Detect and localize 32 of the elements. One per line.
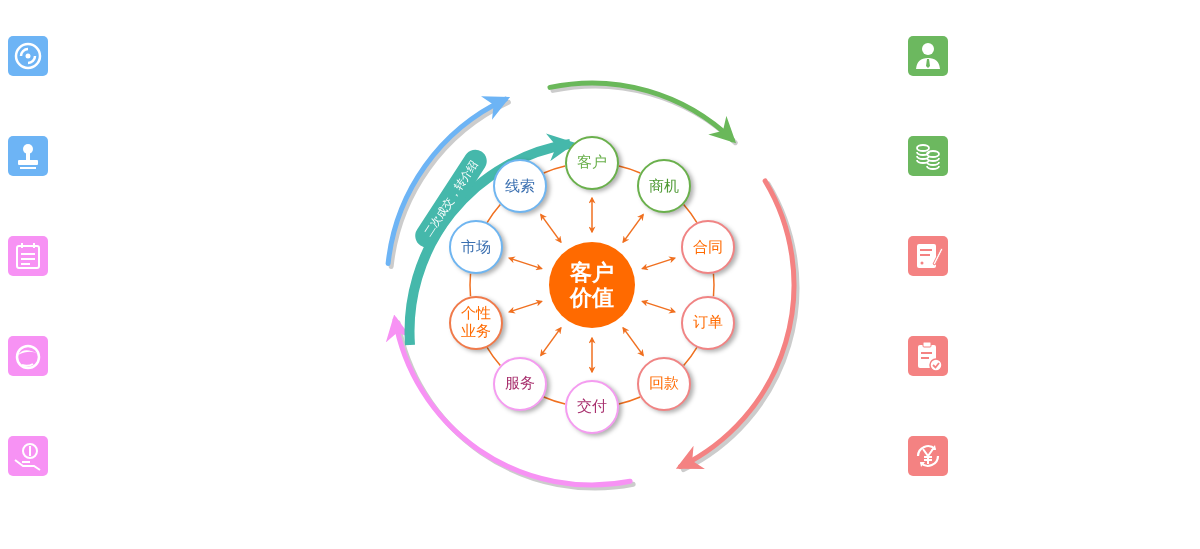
double-arrow [540,326,562,357]
ring-line [486,346,502,367]
ring-line [543,165,566,174]
ring-line [618,165,641,174]
stage-circle: 服务 [493,356,548,411]
stage-circle: 回款 [636,356,691,411]
stage-circle: 个性业务 [448,295,503,350]
stage-circle: 线索 [493,159,548,214]
ring-line [469,273,472,297]
double-arrow [507,256,543,271]
double-arrow [540,213,562,244]
stage-circle: 订单 [681,295,735,350]
stage-circle: 交付 [565,380,619,434]
stage-circle: 客户 [565,136,619,190]
double-arrow [507,299,543,314]
double-arrow [641,299,677,314]
stage-circle: 市场 [448,220,503,275]
curved-arrow [404,135,576,346]
ring-line [618,396,641,405]
double-arrow [588,196,596,234]
ring-line [682,346,698,367]
double-arrow [622,326,644,357]
center-circle: 客户价值 [549,242,635,328]
double-arrow [588,336,596,374]
double-arrow [641,256,677,271]
ring-line [682,203,698,224]
double-arrow [622,213,644,244]
stage-circle: 商机 [636,159,691,214]
ring-line [543,396,566,405]
ring-line [712,273,715,297]
ring-line [486,203,502,224]
stage-circle: 合同 [681,220,735,275]
